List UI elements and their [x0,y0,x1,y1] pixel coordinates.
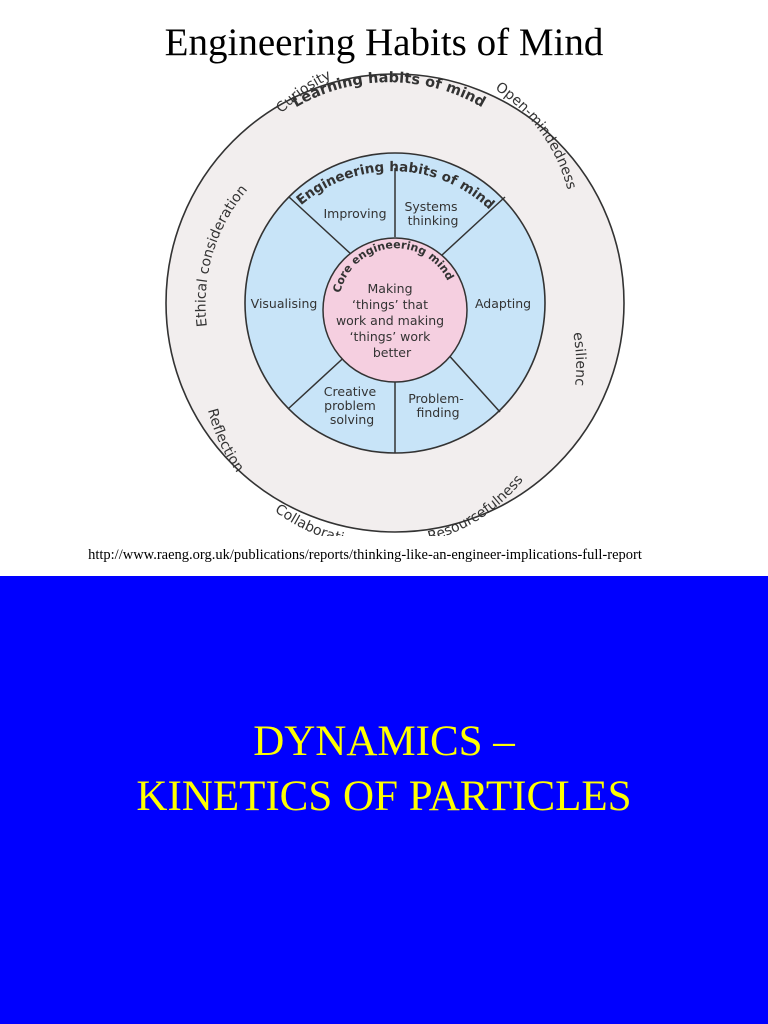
creative-problem-solving-label: Creative problem solving [324,384,380,427]
source-url: http://www.raeng.org.uk/publications/rep… [88,547,642,563]
systems-thinking-label: Systems thinking [404,199,461,228]
problem-finding-label: Problem- finding [408,391,468,420]
slide-bottom-section: DYNAMICS – KINETICS OF PARTICLES [0,576,768,1024]
slide-title: Engineering Habits of Mind [164,21,604,64]
bottom-title: DYNAMICS – KINETICS OF PARTICLES [0,714,768,824]
improving-label: Improving [323,206,386,221]
adapting-label: Adapting [475,296,531,311]
segment-dividers [287,168,506,453]
habits-of-mind-diagram: Learning habits of mind Curiosity Open-m… [155,70,625,536]
slide-top-section: Engineering Habits of Mind Learn [88,21,642,563]
visualising-label: Visualising [251,296,318,311]
core-circle [322,237,468,383]
bottom-title-line1: DYNAMICS – [253,718,515,765]
bottom-title-line2: KINETICS OF PARTICLES [136,773,632,820]
core-description: Making ‘things’ that work and making ‘th… [336,281,448,360]
